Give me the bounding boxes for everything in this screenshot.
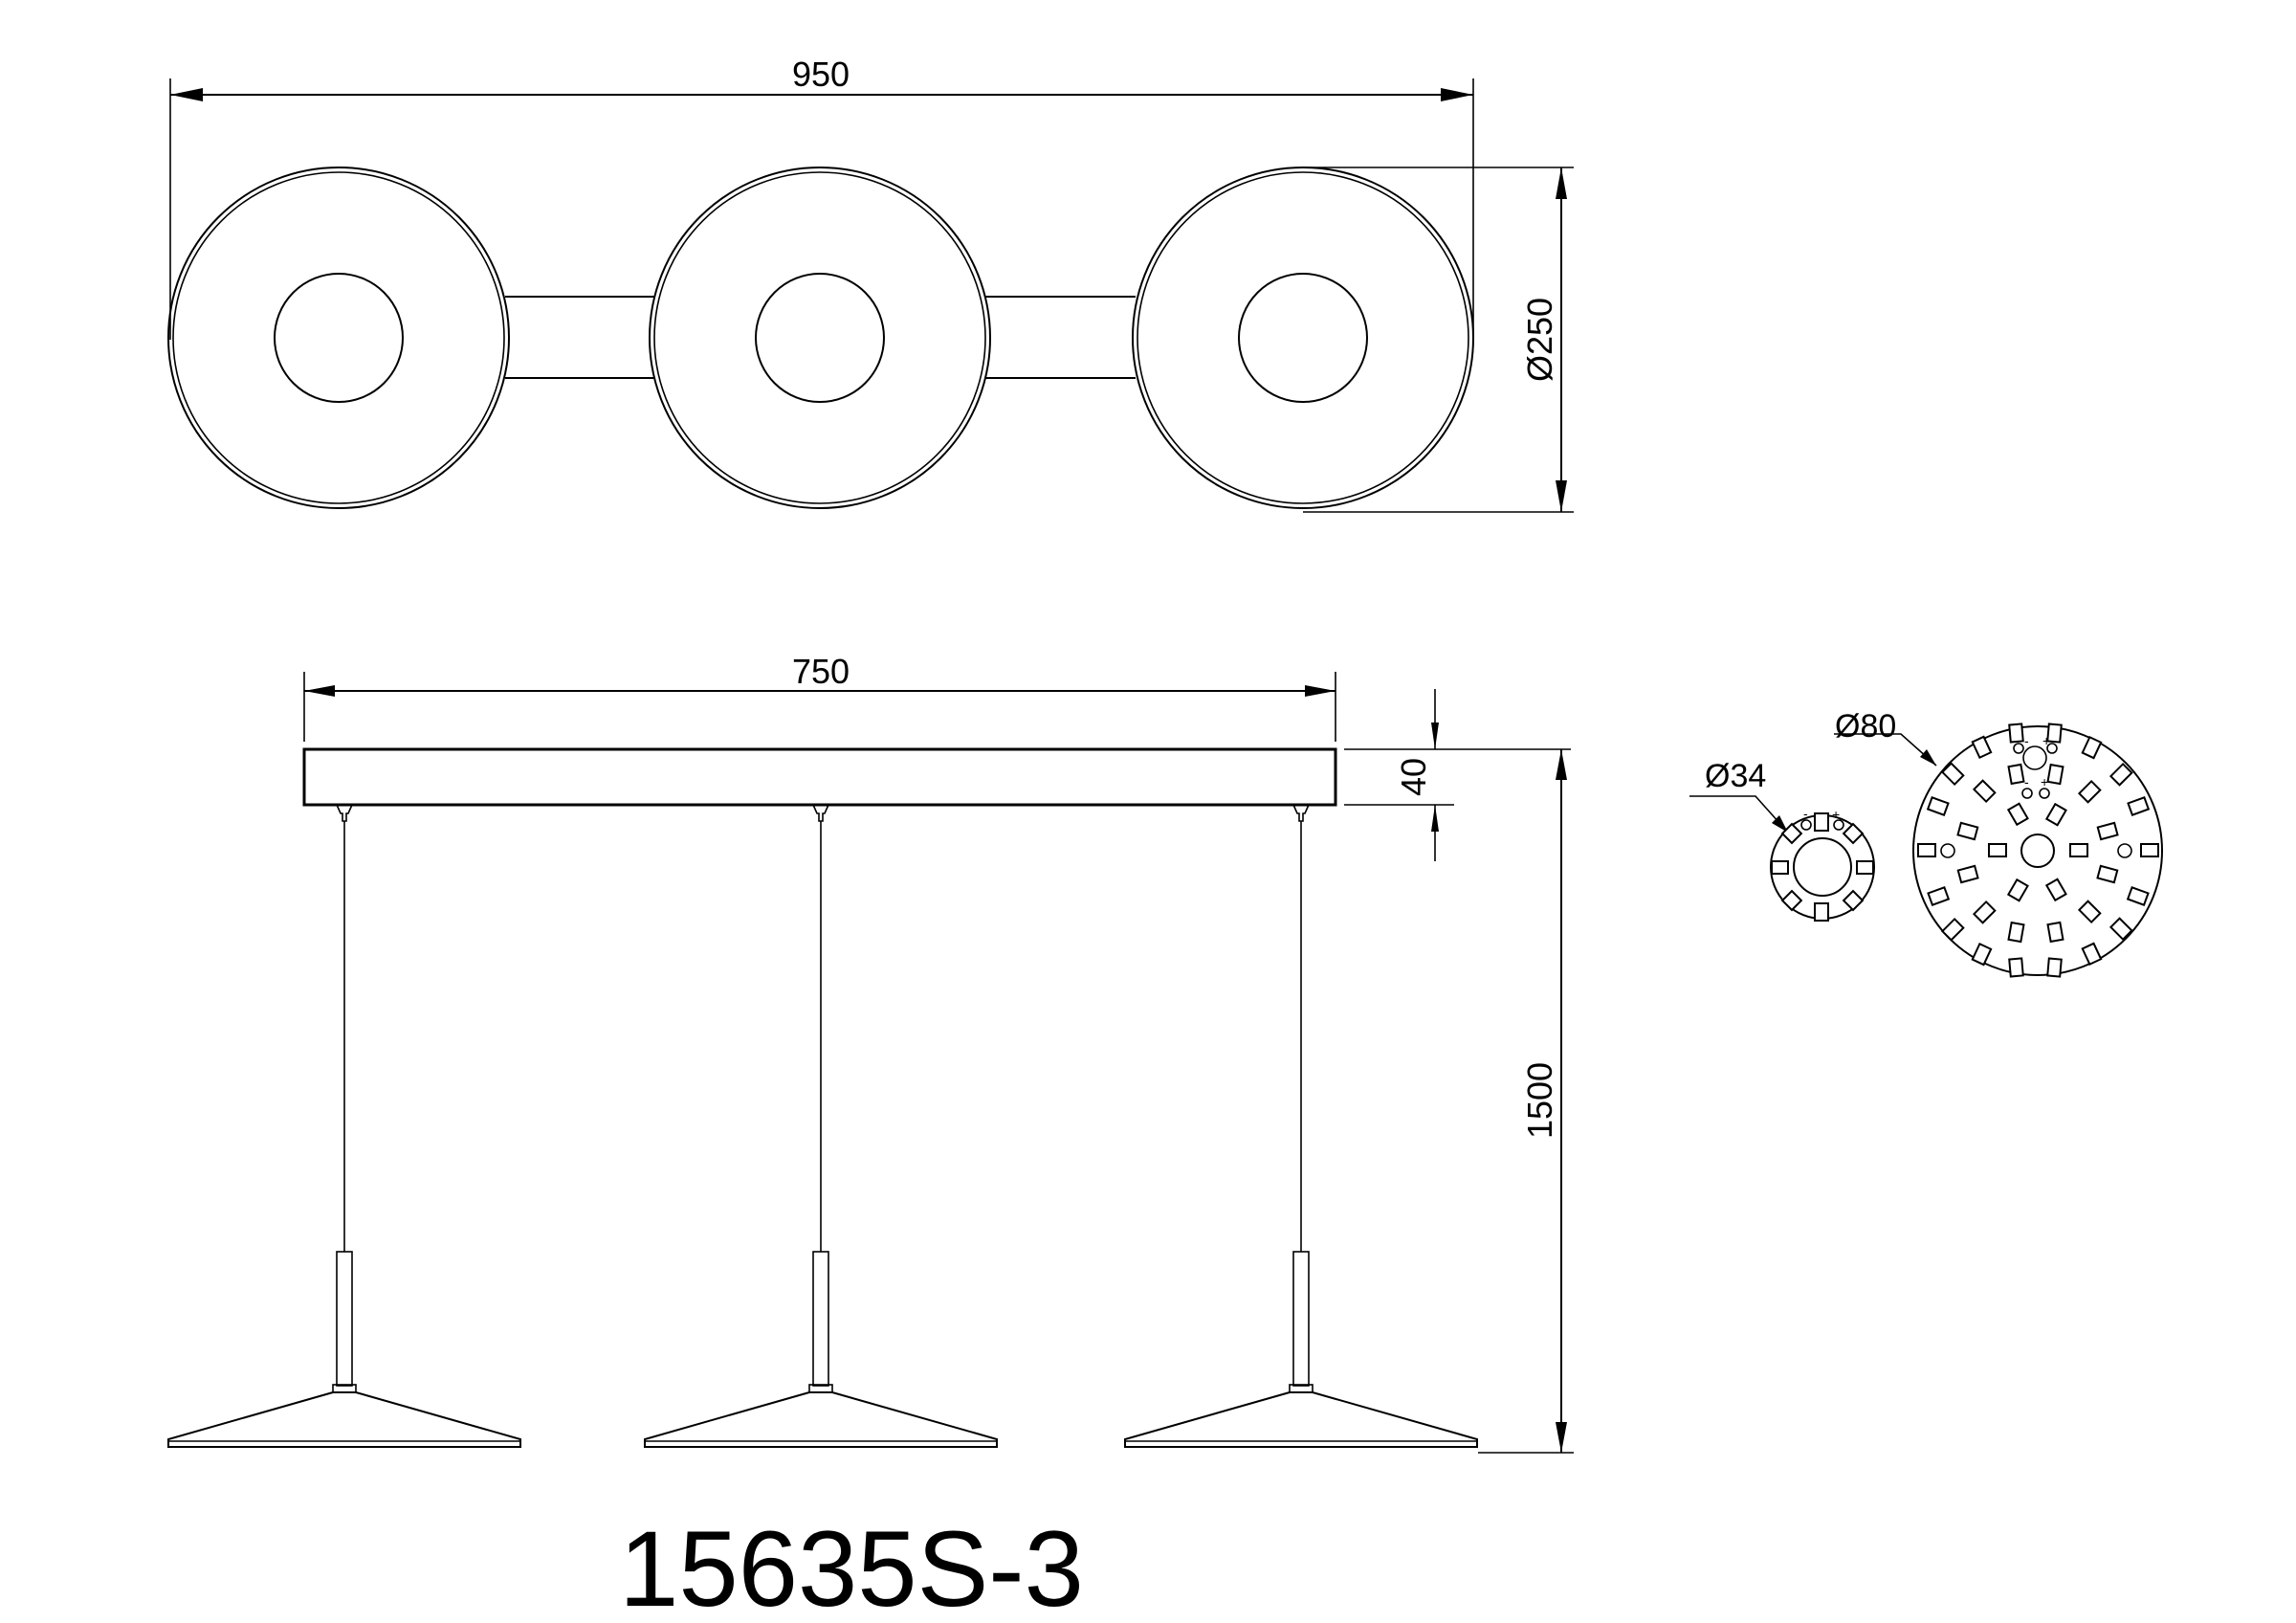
dimension-label-40: 40 — [1394, 758, 1433, 796]
led-chips-inner — [1956, 763, 2119, 944]
leader-line — [1689, 795, 1789, 834]
board-center-hole — [2020, 834, 2055, 868]
pendant-3 — [1124, 804, 1478, 1448]
cone-shade — [644, 1391, 998, 1448]
top-view: 950 Ø250 — [167, 55, 1574, 513]
cord-grip — [811, 804, 830, 822]
svg-text:+: + — [2041, 774, 2048, 789]
stem — [1292, 1251, 1310, 1387]
small-led-board-label: Ø34 — [1705, 758, 1766, 794]
small-led-board: Ø34 - + — [1689, 758, 1875, 922]
svg-text:+: + — [1832, 807, 1840, 822]
arrow-down-icon — [1556, 480, 1567, 512]
dimension-label-diameter-250: Ø250 — [1520, 298, 1559, 382]
pendant-2 — [644, 804, 998, 1448]
led-chips-outer — [1917, 723, 2159, 978]
large-led-board-label: Ø80 — [1835, 708, 1896, 745]
stem — [336, 1251, 353, 1387]
board-outline — [1912, 725, 2163, 976]
model-number: 15635S-3 — [619, 1509, 1084, 1623]
cone-shade — [1124, 1391, 1478, 1448]
shade-top-1 — [167, 167, 510, 509]
arrow-up-icon — [1556, 167, 1567, 199]
cone-shade — [167, 1391, 521, 1448]
board-center-hole — [1793, 837, 1852, 897]
svg-text:-: - — [1803, 806, 1808, 821]
dimension-label-750: 750 — [792, 652, 850, 691]
stem — [812, 1251, 829, 1387]
shade-top-2 — [649, 167, 991, 509]
cord-grip — [1292, 804, 1311, 822]
leader-arrow-icon — [1920, 749, 1936, 766]
svg-text:-: - — [2024, 774, 2029, 789]
arrow-left-icon — [170, 88, 203, 101]
arrow-right-icon — [1441, 88, 1473, 101]
arrow-down-icon — [1431, 723, 1439, 749]
arrow-up-icon — [1556, 749, 1567, 780]
dimension-label-950: 950 — [792, 55, 850, 94]
svg-text:+: + — [2042, 733, 2050, 748]
arrow-up-icon — [1431, 805, 1439, 832]
connector-bars — [505, 296, 1136, 379]
leader-arrow-icon — [1772, 815, 1788, 833]
ceiling-bar — [302, 747, 1337, 807]
large-led-board: Ø80 - + - + — [1834, 708, 2163, 978]
pendant-1 — [167, 804, 521, 1448]
arrow-down-icon — [1556, 1422, 1567, 1453]
dimension-label-1500: 1500 — [1520, 1062, 1559, 1139]
arrow-right-icon — [1305, 685, 1336, 697]
shade-top-3 — [1132, 167, 1474, 509]
side-view: 750 40 1500 — [167, 652, 1574, 1454]
svg-text:-: - — [2024, 733, 2029, 748]
cord-grip — [335, 804, 354, 822]
arrow-left-icon — [304, 685, 335, 697]
led-modules: Ø34 - + Ø80 — [1689, 708, 2163, 978]
